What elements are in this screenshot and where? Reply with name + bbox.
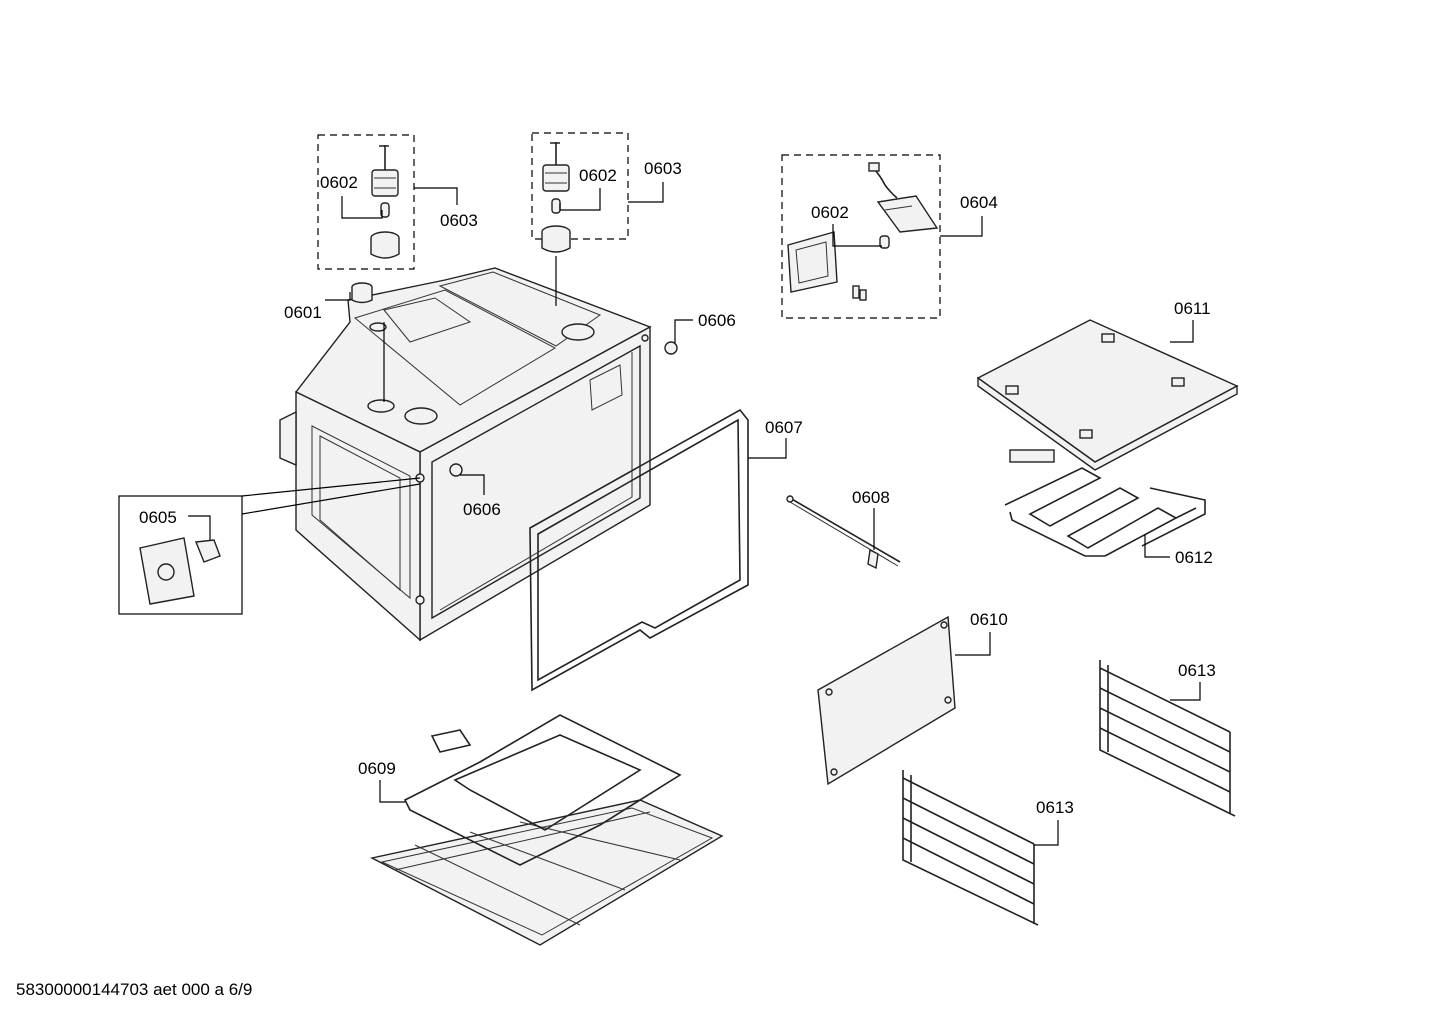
label-0602-side: 0602 (811, 203, 849, 222)
label-0603-center: 0603 (644, 159, 682, 178)
label-0613-left: 0613 (1036, 798, 1074, 817)
leader-lines (188, 182, 1201, 846)
label-0613-right: 0613 (1178, 661, 1216, 680)
part-0613-side-rack-right (1099, 660, 1236, 817)
label-0606-right: 0606 (698, 311, 736, 330)
part-0609-lower-heating-element (369, 714, 724, 946)
oven-cavity (279, 267, 652, 642)
part-0610-rear-panel (817, 615, 956, 786)
part-0612-upper-heating-element (1004, 449, 1206, 557)
label-0603-left: 0603 (440, 211, 478, 230)
label-0605: 0605 (139, 508, 177, 527)
lamp-assembly-center (531, 132, 629, 253)
lamp-assembly-side (781, 154, 941, 319)
part-0605-inset (118, 477, 421, 615)
label-0608: 0608 (852, 488, 890, 507)
document-code: 58300000144703 aet 000 a 6/9 (16, 980, 253, 999)
lamp-assembly-left (317, 134, 415, 270)
label-0612: 0612 (1175, 548, 1213, 567)
label-0602-left: 0602 (320, 173, 358, 192)
part-0613-side-rack-left (902, 770, 1039, 926)
part-0608-temperature-sensor (786, 495, 901, 570)
label-0609: 0609 (358, 759, 396, 778)
label-0607: 0607 (765, 418, 803, 437)
part-0601-lamp-socket (351, 282, 373, 304)
label-0606-center: 0606 (463, 500, 501, 519)
label-0604: 0604 (960, 193, 998, 212)
label-0610: 0610 (970, 610, 1008, 629)
label-0601: 0601 (284, 303, 322, 322)
label-0611: 0611 (1174, 299, 1211, 318)
part-0606-fastener-center (449, 463, 463, 477)
label-0602-center: 0602 (579, 166, 617, 185)
part-0606-fastener-right (664, 341, 678, 355)
part-0611-top-cover (976, 319, 1239, 471)
part-0607-door-gasket (529, 408, 749, 692)
